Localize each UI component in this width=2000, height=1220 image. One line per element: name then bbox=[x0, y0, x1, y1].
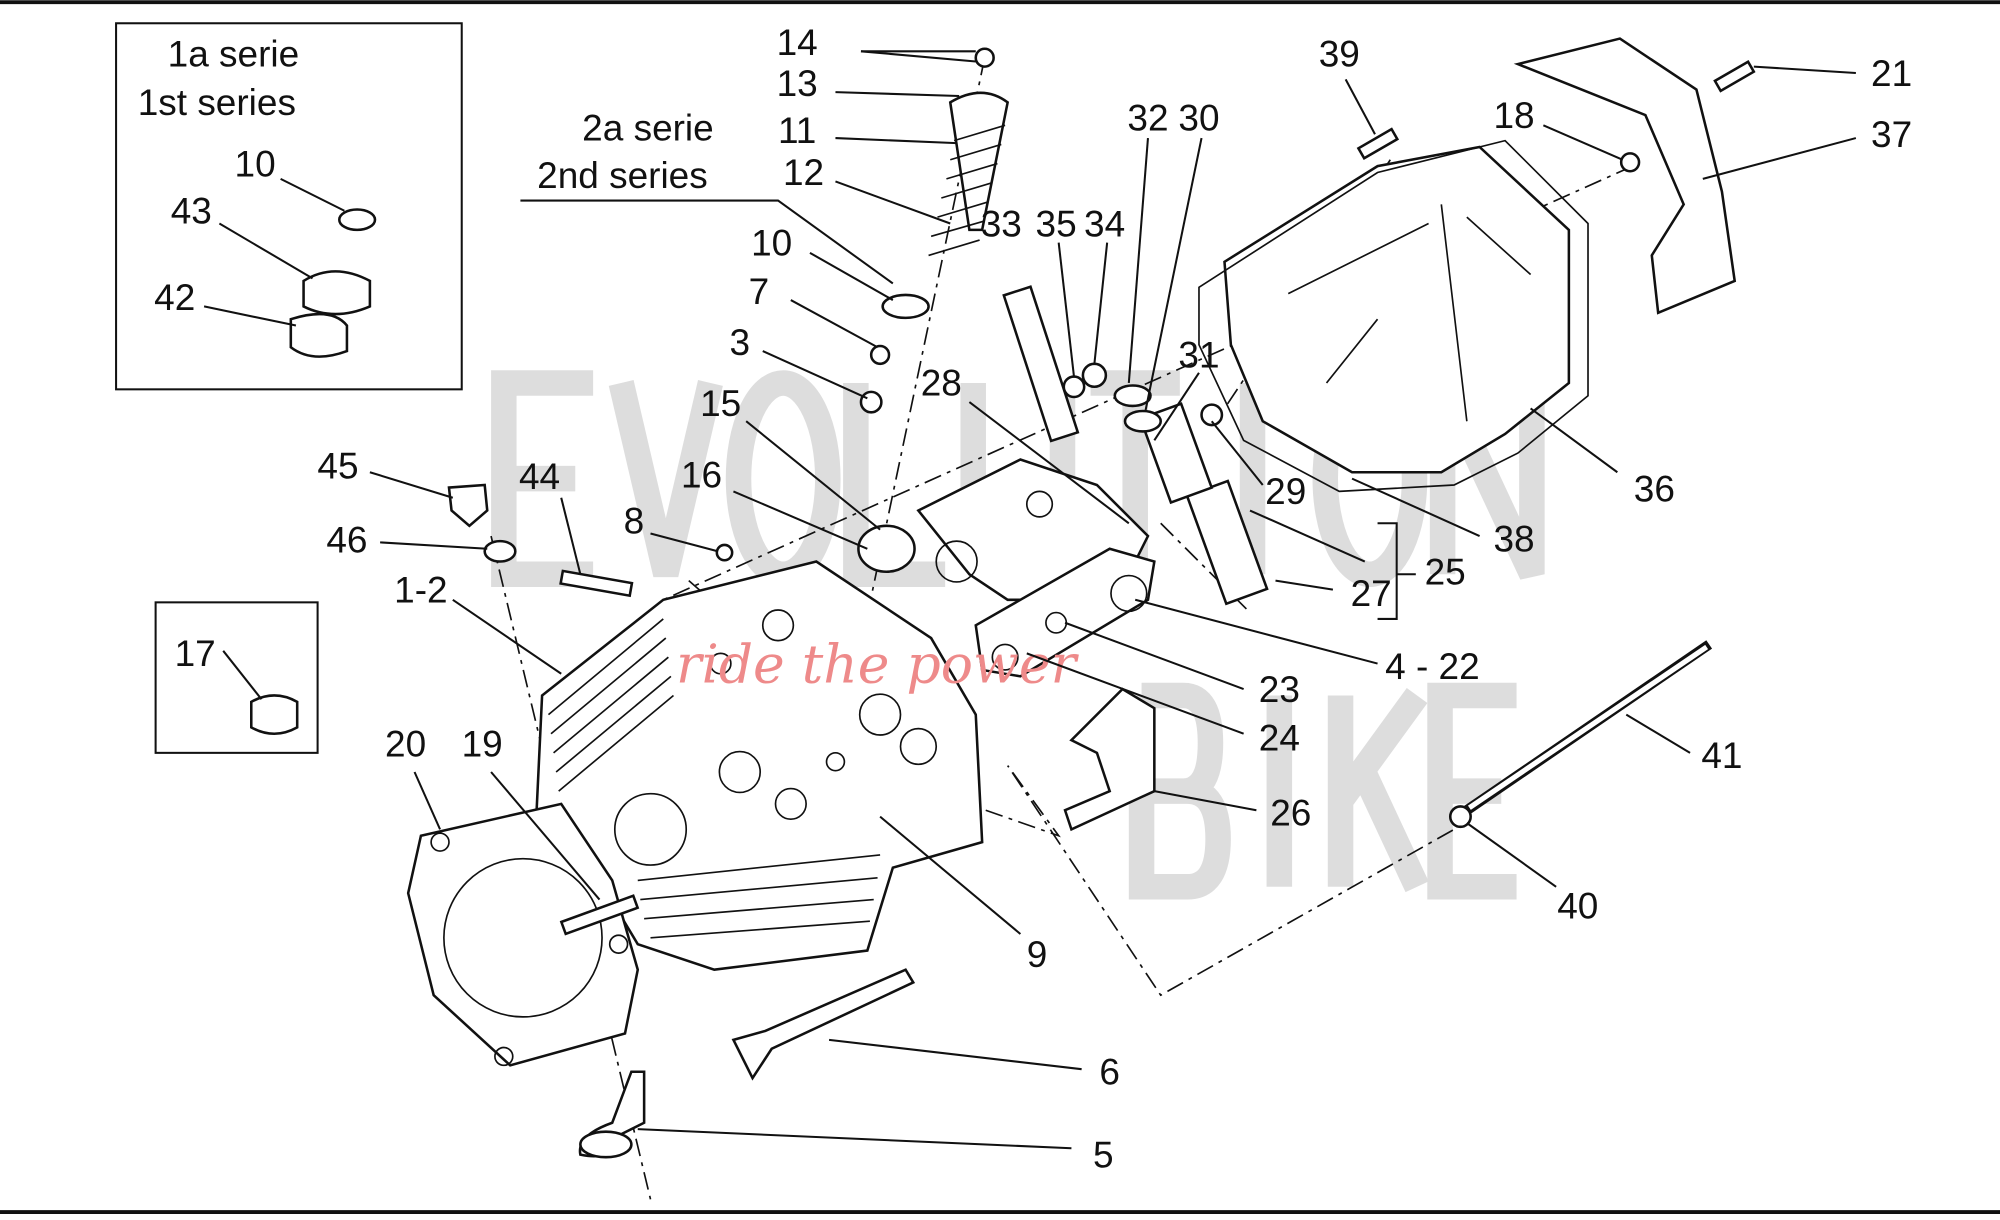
watermark-letter bbox=[843, 382, 946, 588]
valve-cover bbox=[1223, 145, 1571, 474]
callout-6: 6 bbox=[1099, 1051, 1120, 1092]
callout-23: 23 bbox=[1259, 669, 1300, 710]
callout-39: 39 bbox=[1319, 34, 1360, 75]
callout-19: 19 bbox=[462, 724, 503, 765]
callout-1-2: 1-2 bbox=[394, 569, 447, 610]
callout-14: 14 bbox=[777, 22, 818, 63]
part-26 bbox=[1063, 687, 1156, 832]
callout-13: 13 bbox=[777, 63, 818, 104]
callout-9: 9 bbox=[1027, 934, 1048, 975]
callout-29: 29 bbox=[1265, 471, 1306, 512]
part-drawings bbox=[250, 37, 1756, 1159]
callout-37: 37 bbox=[1871, 114, 1912, 155]
callout-45: 45 bbox=[317, 446, 358, 487]
head-gasket bbox=[406, 802, 640, 1067]
callout-27: 27 bbox=[1351, 573, 1392, 614]
callout-12: 12 bbox=[783, 152, 824, 193]
callout-42: 42 bbox=[154, 277, 195, 318]
watermark-slogan: ride the power bbox=[676, 633, 1080, 696]
callout-15: 15 bbox=[700, 383, 741, 424]
valve-6 bbox=[731, 968, 916, 1081]
callout-41: 41 bbox=[1701, 735, 1742, 776]
callout-33: 33 bbox=[981, 203, 1022, 244]
callout-3: 3 bbox=[730, 322, 751, 363]
callout-7: 7 bbox=[749, 271, 770, 312]
first-series-label-en: 1st series bbox=[138, 82, 296, 123]
watermark-letter bbox=[491, 370, 594, 588]
heat-shield bbox=[1513, 37, 1737, 315]
callout-16: 16 bbox=[681, 455, 722, 496]
callout-40: 40 bbox=[1557, 886, 1598, 927]
callout-36: 36 bbox=[1634, 469, 1675, 510]
callout-10: 10 bbox=[751, 222, 792, 263]
callout-46: 46 bbox=[326, 520, 367, 561]
callout-21: 21 bbox=[1871, 53, 1912, 94]
callout-30: 30 bbox=[1178, 97, 1219, 138]
first-series-label-it: 1a serie bbox=[168, 34, 300, 75]
first-series-inset-box bbox=[115, 22, 463, 391]
watermark-letter bbox=[1429, 377, 1545, 580]
callout-44: 44 bbox=[519, 456, 560, 497]
callout-17: 17 bbox=[175, 633, 216, 674]
callout-24: 24 bbox=[1259, 717, 1300, 758]
callout-10: 10 bbox=[235, 143, 276, 184]
callout-38: 38 bbox=[1493, 518, 1534, 559]
callout-8: 8 bbox=[624, 500, 645, 541]
callout-25: 25 bbox=[1425, 551, 1466, 592]
part-17-inset-box bbox=[154, 601, 319, 754]
callout-20: 20 bbox=[385, 724, 426, 765]
leader-lines bbox=[203, 50, 1857, 1150]
rocker-arm bbox=[974, 547, 1156, 678]
callout-28: 28 bbox=[921, 363, 962, 404]
callout-43: 43 bbox=[171, 191, 212, 232]
callout-32: 32 bbox=[1127, 97, 1168, 138]
second-series-label-it: 2a serie bbox=[582, 108, 714, 149]
watermark-letter bbox=[608, 380, 723, 578]
callout-4-22: 4 - 22 bbox=[1385, 646, 1480, 687]
watermark-letter bbox=[1327, 687, 1429, 893]
watermark-letter bbox=[1427, 682, 1517, 900]
callout-18: 18 bbox=[1493, 95, 1534, 136]
callout-34: 34 bbox=[1084, 203, 1125, 244]
callout-31: 31 bbox=[1178, 335, 1219, 376]
callout-11: 11 bbox=[778, 110, 816, 151]
callout-26: 26 bbox=[1270, 793, 1311, 834]
callout-5: 5 bbox=[1093, 1134, 1114, 1175]
callout-35: 35 bbox=[1036, 203, 1077, 244]
second-series-label-en: 2nd series bbox=[537, 155, 708, 196]
watermark-letter bbox=[1128, 682, 1231, 900]
